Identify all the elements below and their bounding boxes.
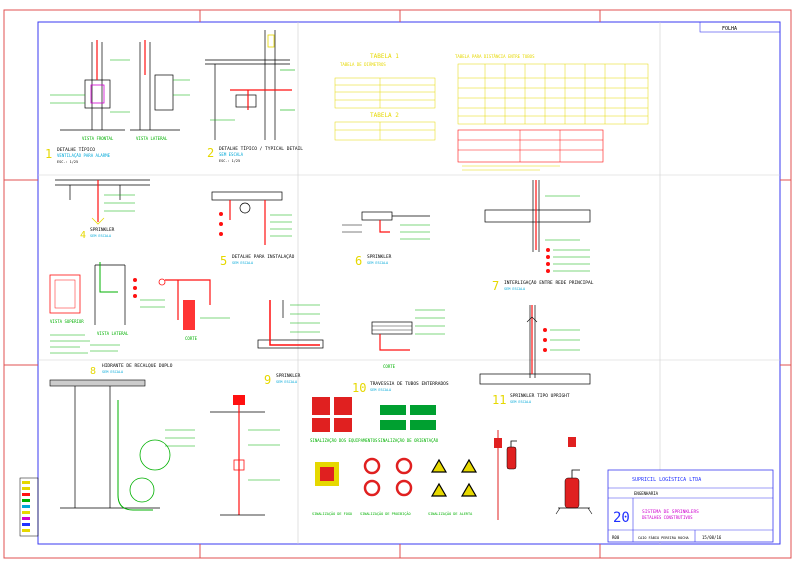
- detail-8-plan: VISTA SUPERIOR VISTA LATERAL: [49, 262, 137, 354]
- detail-7-drawing: [484, 180, 591, 273]
- view-label-side-8: VISTA LATERAL: [97, 331, 129, 336]
- detail-9-drawing: [257, 300, 324, 349]
- table-2-title: TABELA 2: [370, 112, 399, 119]
- detail-4-title: SPRINKLER: [90, 227, 115, 233]
- detail-2-drawing: [205, 30, 295, 140]
- signage-proib-label: SINALIZAÇÃO DE PROIBIÇÃO: [360, 511, 411, 516]
- view-label-corte: CORTE: [185, 336, 198, 341]
- valve-detail: CORTE: [140, 278, 230, 341]
- detail-11-drawing: [479, 305, 591, 385]
- detail-1-title: DETALHE TÍPICO: [57, 145, 95, 153]
- signage-group: SINALIZAÇÃO DOS EQUIPAMENTOS SINALIZAÇÃO…: [310, 397, 478, 516]
- color-legend: [19, 477, 39, 537]
- title-block-date: 15/08/16: [702, 535, 722, 540]
- detail-1-subtitle: VENTILAÇÃO PARA ALARME: [57, 153, 111, 158]
- table-distance: TABELA PARA DISTÂNCIA ENTRE TUBOS: [455, 54, 649, 171]
- extinguisher-group: [494, 430, 593, 520]
- detail-11-subtitle: SEM ESCALA: [510, 400, 532, 404]
- title-block-company: SUPRICIL LOGÍSTICA LTDA: [632, 475, 701, 483]
- hydrant-section: [49, 379, 195, 511]
- title-block: SUPRICIL LOGÍSTICA LTDA ENGENHARIA 20 SI…: [607, 469, 774, 543]
- detail-5-subtitle: SEM ESCALA: [232, 261, 254, 265]
- signage-alerta-label: SINALIZAÇÃO DE ALERTA: [428, 511, 473, 516]
- detail-1-drawing: VISTA FRONTAL VISTA LATERAL: [50, 40, 190, 141]
- detail-1-scale: ESC.: 1/25: [57, 160, 78, 164]
- title-block-project-2: DETALHES CONSTRUTIVOS: [642, 515, 693, 520]
- detail-9-subtitle: SEM ESCALA: [276, 380, 298, 384]
- detail-9-title: SPRINKLER: [276, 373, 301, 379]
- detail-8-num: 8: [90, 366, 96, 377]
- detail-6-num: 6: [355, 254, 362, 268]
- detail-10-title: TRAVESSIA DE TUBOS ENTERRADOS: [370, 381, 449, 387]
- table-1: TABELA 1 TABELA DE DIÂMETROS TABELA 2: [334, 53, 436, 141]
- riser-detail: [210, 395, 280, 516]
- detail-11-num: 11: [492, 393, 506, 407]
- detail-10-num: 10: [352, 381, 366, 395]
- detail-6-subtitle: SEM ESCALA: [367, 261, 389, 265]
- table-1-subtitle: TABELA DE DIÂMETROS: [340, 62, 386, 67]
- view-label-front: VISTA FRONTAL: [82, 136, 114, 141]
- sheet-border: [3, 9, 792, 559]
- signage-fogo-label: SINALIZAÇÃO DE FOGO: [312, 511, 352, 516]
- signage-equip-label: SINALIZAÇÃO DOS EQUIPAMENTOS: [310, 438, 378, 443]
- detail-2-scale: ESC.: 1/25: [219, 159, 240, 163]
- title-block-project-1: SISTEMA DE SPRINKLERS: [642, 509, 699, 515]
- view-label-top: VISTA SUPERIOR: [50, 319, 84, 324]
- title-block-designer: ENGENHARIA: [634, 491, 659, 496]
- detail-8-subtitle: SEM ESCALA: [102, 370, 124, 374]
- drawing-frame: [37, 21, 781, 545]
- detail-4-subtitle: SEM ESCALA: [90, 234, 112, 238]
- detail-8-title: HIDRANTE DE RECALQUE DUPLO: [102, 363, 173, 369]
- detail-5-title: DETALHE PARA INSTALAÇÃO: [232, 253, 295, 260]
- detail-2-num: 2: [207, 146, 214, 160]
- table-distance-title: TABELA PARA DISTÂNCIA ENTRE TUBOS: [455, 54, 535, 59]
- detail-6-title: SPRINKLER: [367, 254, 392, 260]
- detail-4-drawing: [55, 179, 150, 225]
- detail-2-subtitle: SEM ESCALA: [219, 152, 244, 157]
- detail-2-title: DETALHE TÍPICO / TYPICAL DETAIL: [219, 144, 303, 152]
- view-label-corte-10: CORTE: [383, 364, 396, 369]
- corner-label: FOLHA: [722, 26, 737, 32]
- table-1-title: TABELA 1: [370, 53, 399, 60]
- detail-4-num: 4: [80, 230, 86, 241]
- title-block-rev: R00: [612, 535, 620, 540]
- view-label-side: VISTA LATERAL: [136, 136, 168, 141]
- detail-6-drawing: [342, 211, 430, 240]
- detail-5-num: 5: [220, 254, 227, 268]
- signage-orient-label: SINALIZAÇÃO DE ORIENTAÇÃO: [378, 438, 439, 443]
- detail-7-title: INTERLIGAÇÃO ENTRE REDE PRINCIPAL: [504, 279, 594, 286]
- detail-7-num: 7: [492, 279, 499, 293]
- detail-9-num: 9: [264, 373, 271, 387]
- detail-10-drawing: CORTE: [371, 309, 445, 369]
- title-block-sheet-number: 20: [613, 510, 630, 526]
- detail-5-drawing: [211, 191, 292, 245]
- detail-7-subtitle: SEM ESCALA: [504, 287, 526, 291]
- detail-10-subtitle: SEM ESCALA: [370, 388, 392, 392]
- title-block-author: CAIO FÁBIO PEREIRA ROCHA: [638, 535, 689, 540]
- detail-11-title: SPRINKLER TIPO UPRIGHT: [510, 393, 570, 399]
- detail-1-num: 1: [45, 147, 52, 161]
